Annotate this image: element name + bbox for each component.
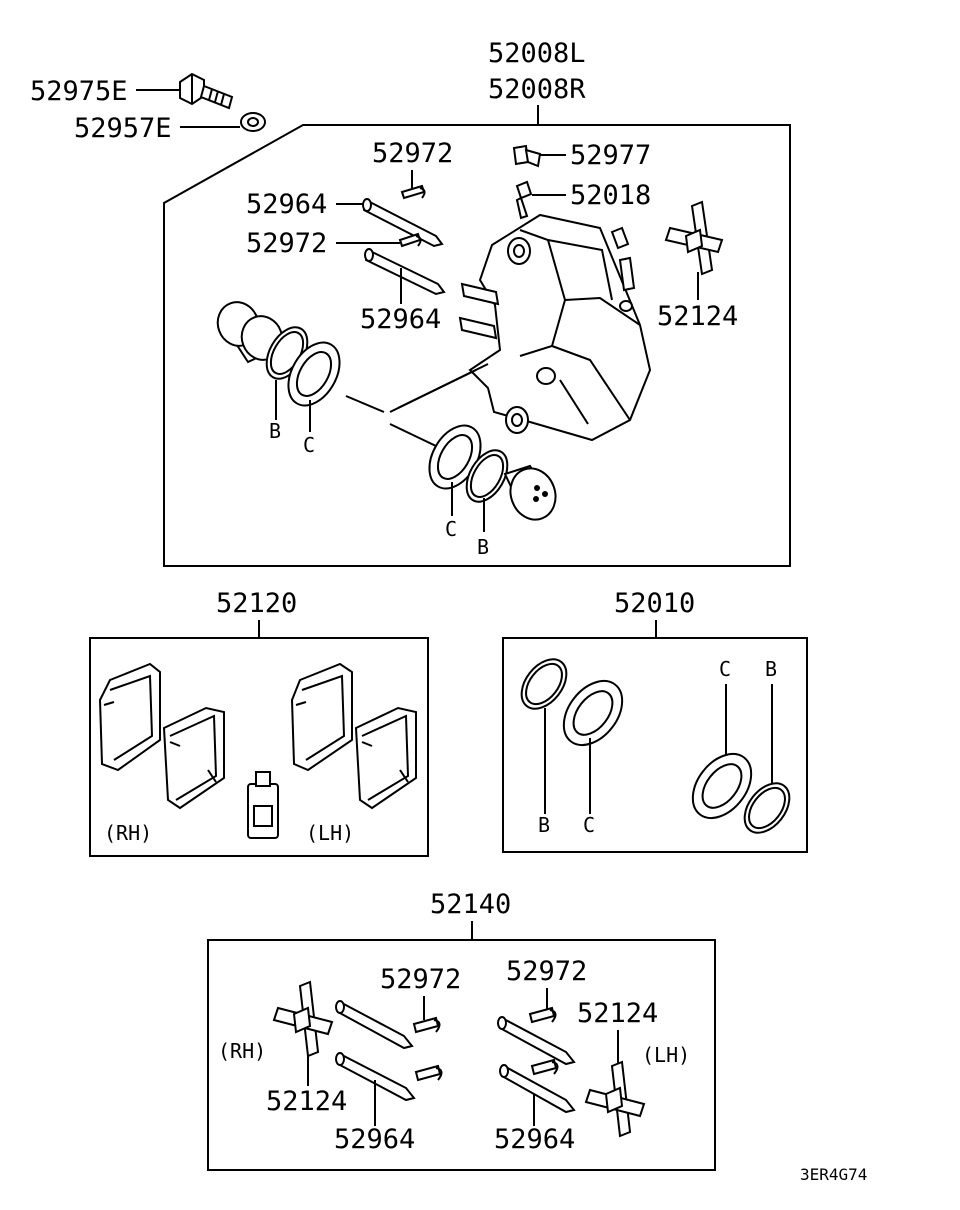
label-hardware-52124-lh: 52124 (577, 998, 658, 1029)
hardware-spring-rh-icon (272, 980, 334, 1058)
label-hardware-52964-right: 52964 (494, 1124, 575, 1155)
piston-seal-c-left-icon (287, 341, 341, 407)
hardware-pin-2-icon (335, 1052, 416, 1102)
label-pads-rh: (RH) (104, 821, 152, 845)
guide-pin-upper-icon (362, 198, 444, 248)
bleeder-screw-icon (515, 180, 533, 220)
label-52975e: 52975E (30, 76, 128, 107)
bleeder-cap-icon (512, 144, 542, 168)
brake-pad-lh-inner-icon (290, 662, 353, 772)
hardware-clip-4-icon (530, 1058, 559, 1076)
label-hardware-52972-right: 52972 (506, 956, 587, 987)
seal-kit-ring-b2-icon (743, 782, 791, 834)
hardware-clip-1-icon (412, 1016, 441, 1034)
pad-spring-icon (664, 200, 724, 276)
label-52964-upper: 52964 (246, 189, 327, 220)
brake-pad-rh-inner-icon (98, 662, 161, 772)
bolt-icon (179, 72, 234, 110)
label-52964-lower: 52964 (360, 304, 441, 335)
label-seal-c-left: C (303, 433, 315, 457)
seal-kit-frame (502, 637, 808, 853)
label-seal-kit-c1: C (583, 813, 595, 837)
hardware-clip-3-icon (528, 1006, 557, 1024)
pin-clip-upper-icon (400, 184, 426, 200)
hardware-pin-3-icon (497, 1016, 576, 1066)
label-52972-upper: 52972 (372, 138, 453, 169)
piston-ring-b-right-icon (465, 449, 509, 503)
label-hardware-rh: (RH) (218, 1039, 266, 1063)
brake-pad-rh-outer-icon (162, 706, 225, 810)
piston-right-icon (503, 464, 557, 521)
label-52018: 52018 (570, 180, 651, 211)
label-52957e: 52957E (74, 113, 172, 144)
label-hardware-52124-rh: 52124 (266, 1086, 347, 1117)
pin-clip-lower-icon (398, 232, 422, 248)
hardware-clip-2-icon (414, 1064, 443, 1082)
label-hardware-52964-left: 52964 (334, 1124, 415, 1155)
label-52977: 52977 (570, 140, 651, 171)
caliper-assembly-section: 52008L 52008R 52975E 52957E 52972 52964 (30, 38, 791, 567)
grease-tube-icon (247, 771, 279, 839)
piston-seal-c-right-icon (428, 424, 482, 490)
seal-kit-seal-c2-icon (691, 753, 753, 819)
label-ring-b-left: B (269, 419, 281, 443)
washer-icon (240, 112, 266, 132)
label-hardware-lh: (LH) (642, 1043, 690, 1067)
label-hardware-52972-left: 52972 (380, 964, 461, 995)
label-pads-lh: (LH) (306, 821, 354, 845)
brake-pad-lh-outer-icon (354, 706, 417, 810)
guide-pin-lower-icon (364, 248, 446, 296)
hardware-kit-section: 52140 (RH) 52124 52972 52 (207, 889, 716, 1171)
label-seal-c-right: C (445, 517, 457, 541)
brake-pad-set-section: 52120 (RH) (89, 588, 429, 857)
label-52124: 52124 (657, 301, 738, 332)
diagram-code: 3ER4G74 (800, 1165, 867, 1184)
seal-kit-seal-c1-icon (562, 680, 624, 746)
hardware-pin-1-icon (335, 1000, 414, 1050)
seal-kit-ring-b1-icon (520, 658, 568, 710)
hardware-kit-frame (207, 939, 716, 1171)
label-52008l: 52008L (488, 38, 586, 69)
label-ring-b-right: B (477, 535, 489, 559)
pad-set-frame (89, 637, 429, 857)
label-52120: 52120 (216, 588, 297, 619)
label-52008r: 52008R (488, 74, 586, 105)
label-seal-kit-b1: B (538, 813, 550, 837)
label-seal-kit-b2: B (765, 657, 777, 681)
seal-kit-section: 52010 B C C B (502, 588, 808, 853)
caliper-assembly-frame (163, 124, 791, 567)
label-52010: 52010 (614, 588, 695, 619)
label-52140: 52140 (430, 889, 511, 920)
caliper-body-icon (458, 213, 652, 442)
hardware-pin-4-icon (499, 1064, 576, 1114)
hardware-spring-lh-icon (584, 1060, 646, 1138)
label-52972-lower: 52972 (246, 228, 327, 259)
label-seal-kit-c2: C (719, 657, 731, 681)
